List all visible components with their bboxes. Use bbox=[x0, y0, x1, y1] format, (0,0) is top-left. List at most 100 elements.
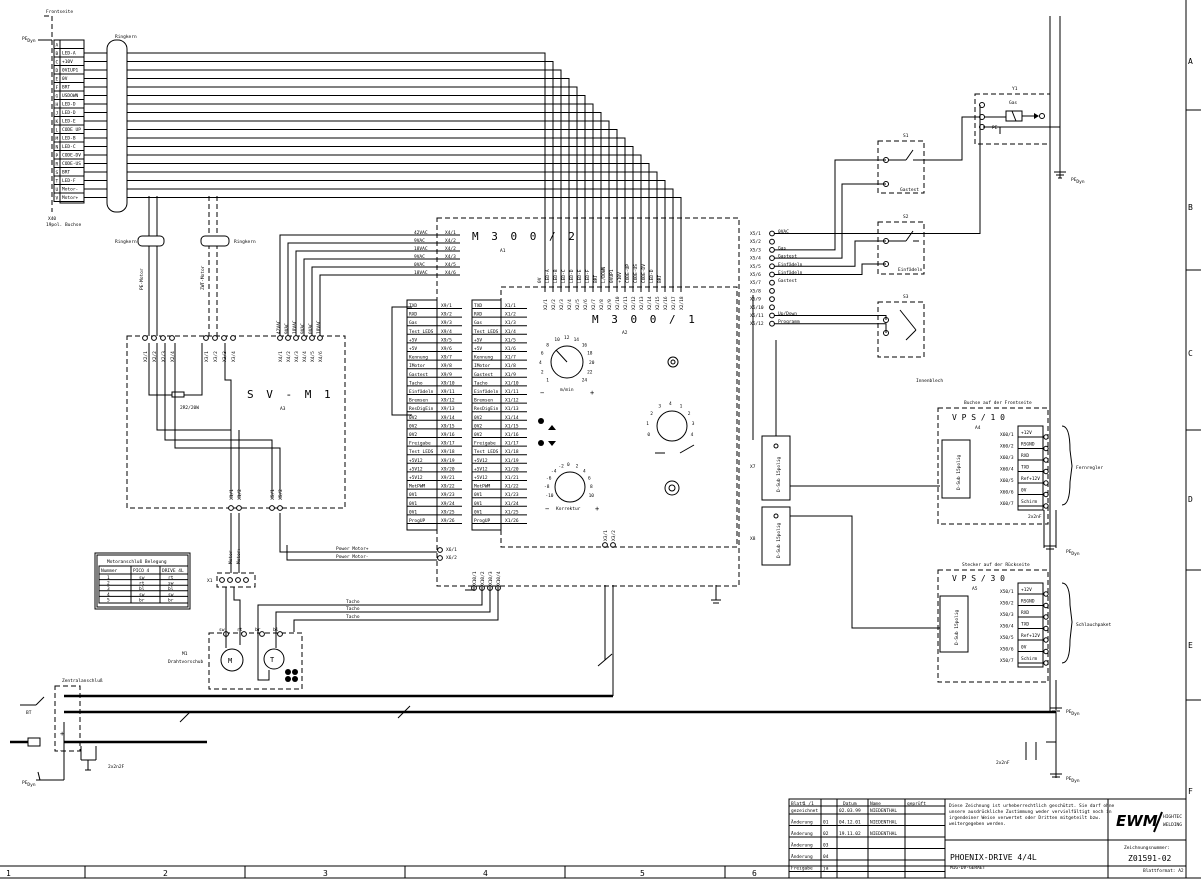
tb-row-type: Änderung bbox=[791, 842, 813, 849]
x4-voltage: 42VAC bbox=[414, 230, 428, 236]
central-minus: − bbox=[60, 747, 64, 755]
x1-pin: X1/24 bbox=[505, 501, 519, 507]
tb-row-index: 04 bbox=[823, 854, 829, 860]
arrow-buttons bbox=[538, 418, 556, 446]
x5-pin: X5/2 bbox=[750, 239, 761, 245]
vps10-dsub: D-Sub 15polig bbox=[956, 454, 962, 490]
ringkern-right-label: Ringkern bbox=[234, 239, 256, 245]
pe-dyn-label-top: PEDyn bbox=[22, 36, 36, 44]
x4-pin: X4/6 bbox=[445, 270, 456, 276]
x9-signal: +5V12 bbox=[409, 458, 423, 464]
wire-feed-motor-m1: X1 Motor- Motor+ M1 Drahtvorschub M T sw… bbox=[168, 513, 499, 690]
x40-pin-letter: G bbox=[56, 94, 59, 100]
tb-row-type: Freigabe bbox=[791, 866, 813, 872]
x9-signal: 0V2 bbox=[409, 423, 417, 429]
x5-pin: X5/3 bbox=[750, 247, 761, 253]
x5-pin: X5/10 bbox=[750, 305, 764, 311]
x9-signal: Freigabe bbox=[409, 441, 431, 447]
x5-terminal bbox=[769, 238, 775, 245]
x1-pin: X1/2 bbox=[505, 312, 516, 318]
x40-pin-letter: A bbox=[56, 43, 59, 49]
vps30-dsub: D-Sub 15polig bbox=[954, 609, 960, 645]
x1-signal: Gastest bbox=[474, 372, 493, 378]
vps30-bracket: Schlauchpaket bbox=[1076, 622, 1112, 628]
ringkern-left-label: Ringkern bbox=[115, 239, 137, 245]
sv-m1-x5-terminal bbox=[269, 505, 275, 511]
knob-tick: -8 bbox=[544, 484, 550, 490]
vps10-cap: 2x2nF bbox=[1028, 514, 1042, 520]
x2-pin: X2/6 bbox=[583, 299, 589, 310]
knob-tick: 10 bbox=[589, 493, 595, 499]
x40-pin-letter: B bbox=[56, 51, 59, 57]
sv-m1-pin: X3/2 bbox=[213, 351, 219, 362]
vps-terminal bbox=[1043, 625, 1049, 632]
switch-s2: S2 Einfädeln bbox=[877, 214, 925, 275]
x9-pin: X9/26 bbox=[441, 518, 455, 524]
knob-tick: 2 bbox=[650, 411, 653, 417]
x9-pin: X9/2 bbox=[441, 312, 452, 318]
x9-pin: X9/23 bbox=[441, 492, 455, 498]
x5-terminal bbox=[769, 263, 775, 270]
x9-signal: +5V bbox=[409, 337, 417, 343]
x1-signal: Test LEDS bbox=[474, 329, 499, 335]
x2-pin: X2/2 bbox=[551, 299, 557, 310]
sv-m1-x5-pin: X5/1 bbox=[270, 489, 276, 500]
x1-signal: MotPWM bbox=[474, 484, 491, 490]
tb-row-index: 02 bbox=[823, 831, 829, 837]
frame-col-6: 6 bbox=[752, 869, 757, 878]
x5-pin: X5/6 bbox=[750, 272, 761, 278]
x9-pin: X9/8 bbox=[441, 363, 452, 369]
y1-label: Gas bbox=[1009, 100, 1017, 106]
vps-pin: X50/5 bbox=[1000, 635, 1014, 641]
sv-m1-x1-pin: X1/1 bbox=[229, 489, 235, 500]
x9-signal: Tacho bbox=[409, 380, 423, 386]
x1-signal: +5V bbox=[474, 337, 482, 343]
x1-pin: X1/16 bbox=[505, 432, 519, 438]
x2-pin: X2/11 bbox=[623, 296, 629, 310]
knob-tick: -4 bbox=[551, 469, 557, 475]
vps-signal: 0V bbox=[1021, 488, 1027, 494]
motor-table-cell: 1 bbox=[107, 575, 110, 581]
vps-terminal bbox=[1043, 614, 1049, 620]
vps10-header: Buchse auf der Frontseite bbox=[964, 400, 1032, 406]
sv-m1-x5-pin: X5/2 bbox=[278, 489, 284, 500]
vps10-bracket: Fernregler bbox=[1076, 465, 1103, 471]
x5-terminal bbox=[769, 279, 775, 286]
x5-pin: X5/4 bbox=[750, 256, 761, 262]
x2-pin: X2/4 bbox=[567, 299, 573, 310]
knob-tick: -6 bbox=[546, 476, 552, 482]
x1-signal: 0V1 bbox=[474, 509, 482, 515]
x9-signal: IMotor bbox=[409, 363, 426, 369]
knob-tick: 8 bbox=[590, 484, 593, 490]
s1-ref: S1 bbox=[903, 133, 909, 139]
motor-x1-terminal bbox=[243, 577, 249, 583]
x40-pin-letter: H bbox=[56, 102, 59, 108]
x5-wire-gas-0 bbox=[774, 105, 981, 234]
pe-dyn-label-f: PEDyn bbox=[1066, 776, 1080, 784]
x9-signal: Test LEDS bbox=[409, 329, 434, 335]
ringkern-top-label: Ringkern bbox=[115, 34, 137, 40]
x9-signal: 0V1 bbox=[409, 492, 417, 498]
motor-table-cell: 3 bbox=[107, 586, 110, 592]
sv-m1-terminal bbox=[285, 335, 291, 341]
motor-wire-terminal bbox=[241, 631, 247, 637]
frame-col-3: 3 bbox=[323, 869, 328, 878]
x1-pin: X1/8 bbox=[505, 363, 516, 369]
vps-pin: X60/6 bbox=[1000, 490, 1014, 496]
x1-signal: 0V1 bbox=[474, 501, 482, 507]
x9-pin: X9/17 bbox=[441, 441, 455, 447]
x40-pin-letter: T bbox=[56, 179, 59, 185]
bus-wire bbox=[127, 120, 610, 292]
x1-pin: X1/12 bbox=[505, 398, 519, 404]
knob-tick: 6 bbox=[541, 350, 544, 356]
x9-signal: 0V1 bbox=[409, 501, 417, 507]
x5-terminal bbox=[769, 247, 775, 253]
x5-terminal bbox=[769, 288, 775, 294]
x1-pin: X1/18 bbox=[505, 449, 519, 455]
tb-row-name: NIEDENTHAL bbox=[870, 831, 897, 837]
front-socket-title: Frontseite bbox=[46, 9, 73, 15]
m300-1-ref: A2 bbox=[622, 330, 628, 336]
